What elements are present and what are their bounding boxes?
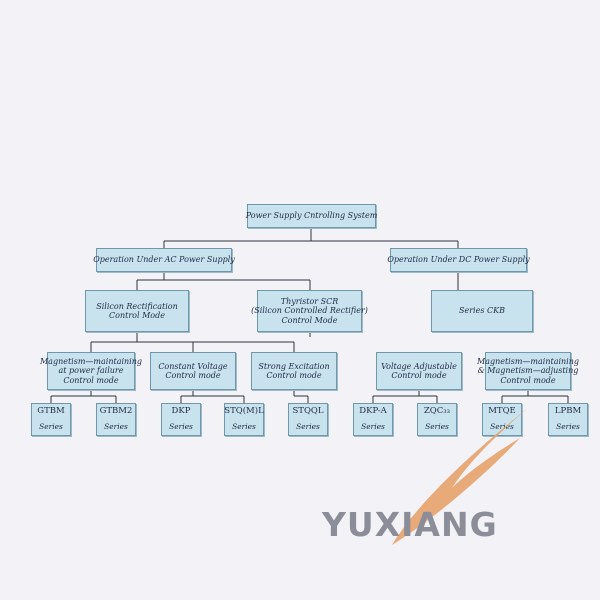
- magnet-fail-line1: Magnetism—maintaining: [39, 357, 143, 367]
- magnet-adj-node: Magnetism—maintaining & Magnetism—adjust…: [477, 352, 579, 390]
- root-node: Power Supply Cntrolling System: [245, 204, 378, 228]
- leaf-gtbm2: GTBM2 Series: [96, 403, 136, 436]
- root-label: Power Supply Cntrolling System: [245, 211, 378, 221]
- magnet-adj-line3: Control mode: [500, 375, 556, 385]
- leaf-dkp-a: DKP-A Series: [353, 403, 393, 436]
- magnet-fail-line3: Control mode: [63, 375, 119, 385]
- silicon-line2: Control Mode: [109, 311, 165, 320]
- leaf-stqml: STQ(M)L Series: [224, 403, 264, 436]
- ac-node: Operation Under AC Power Supply: [93, 248, 235, 272]
- leaf-stqql: STQQL Series: [288, 403, 328, 436]
- leaf-series: Series: [104, 422, 128, 432]
- strong-exc-node: Strong Excitation Control mode: [251, 352, 337, 390]
- ac-label: Operation Under AC Power Supply: [93, 255, 235, 265]
- leaf-lpbm: LPBM Series: [548, 403, 588, 436]
- leaf-series: Series: [232, 422, 256, 432]
- leaf-series: Series: [490, 422, 514, 432]
- leaf-name: STQQL: [292, 406, 324, 416]
- leaf-gtbm: GTBM Series: [31, 403, 71, 436]
- const-voltage-line2: Control mode: [165, 371, 221, 380]
- leaf-name: GTBM: [37, 406, 65, 416]
- strong-exc-line1: Strong Excitation: [258, 361, 330, 371]
- dc-label: Operation Under DC Power Supply: [387, 255, 530, 265]
- silicon-line1: Silicon Rectification: [96, 301, 178, 311]
- thyristor-node: Thyristor SCR (Silicon Controlled Rectif…: [251, 290, 368, 332]
- leaf-name: GTBM2: [99, 406, 133, 416]
- leaf-zqc: ZQC₃₃ Series: [417, 403, 457, 436]
- strong-exc-line2: Control mode: [266, 371, 322, 380]
- logo-wordmark: YUXIANG: [322, 505, 498, 544]
- leaf-name: LPBM: [554, 406, 582, 416]
- leaf-series: Series: [169, 422, 193, 432]
- silicon-node: Silicon Rectification Control Mode: [85, 290, 189, 332]
- volt-adj-node: Voltage Adjustable Control mode: [376, 352, 462, 390]
- leaf-name: ZQC₃₃: [423, 406, 451, 416]
- ckb-node: Series CKB: [431, 290, 533, 332]
- logo-swoosh-shape: [392, 408, 528, 545]
- volt-adj-line1: Voltage Adjustable: [381, 361, 457, 371]
- leaf-dkp: DKP Series: [161, 403, 201, 436]
- magnet-adj-line1: Magnetism—maintaining: [476, 357, 580, 367]
- leaf-series: Series: [39, 422, 63, 432]
- dc-node: Operation Under DC Power Supply: [387, 248, 530, 272]
- thyristor-line3: Control Mode: [281, 315, 338, 325]
- magnet-fail-node: Magnetism—maintaining at power failure C…: [40, 352, 142, 390]
- leaf-name: MTQE: [488, 406, 516, 416]
- leaf-series: Series: [361, 422, 385, 432]
- const-voltage-line1: Constant Voltage: [158, 361, 228, 371]
- thyristor-line1: Thyristor SCR: [280, 297, 339, 307]
- ckb-label: Series CKB: [459, 306, 505, 316]
- volt-adj-line2: Control mode: [391, 371, 447, 380]
- const-voltage-node: Constant Voltage Control mode: [150, 352, 236, 390]
- magnet-fail-line2: at power failure: [58, 366, 124, 376]
- thyristor-line2: (Silicon Controlled Rectifier): [251, 306, 368, 316]
- leaf-name: DKP: [171, 406, 191, 416]
- leaf-name: STQ(M)L: [224, 406, 264, 416]
- leaf-series: Series: [425, 422, 449, 432]
- leaf-series: Series: [296, 422, 320, 432]
- magnet-adj-line2: & Magnetism—adjusting: [477, 366, 579, 376]
- leaf-series: Series: [556, 422, 580, 432]
- leaf-name: DKP-A: [359, 406, 387, 416]
